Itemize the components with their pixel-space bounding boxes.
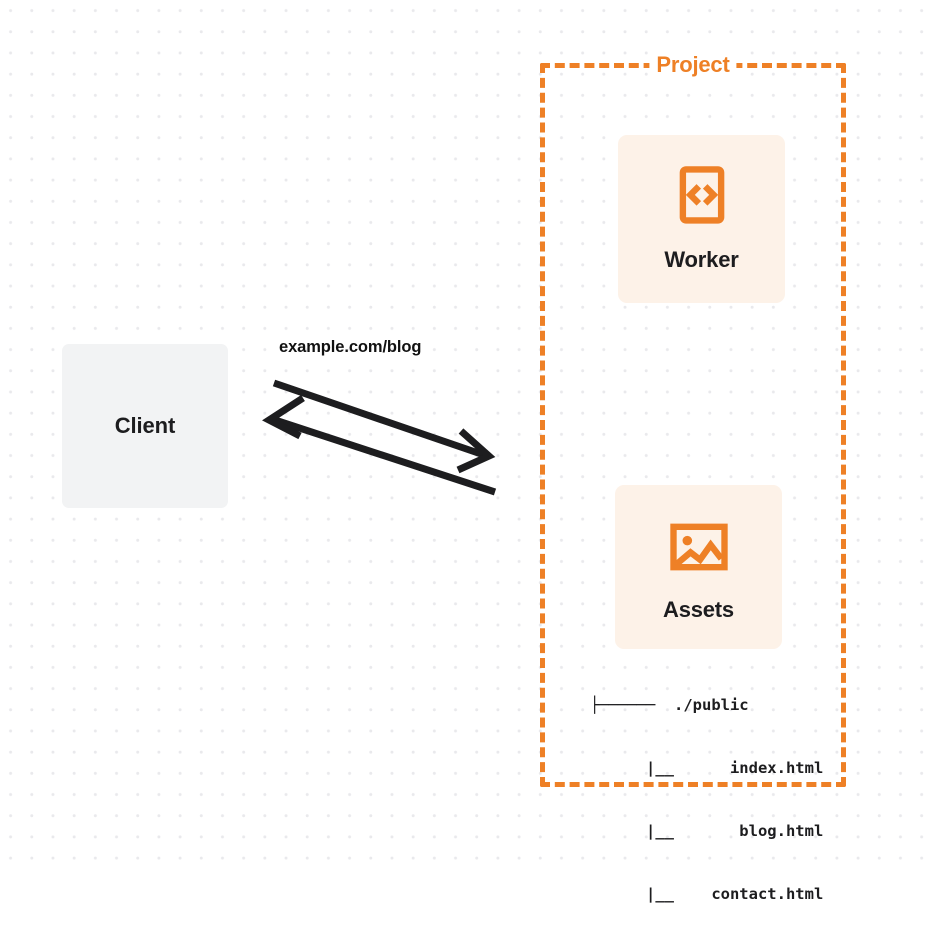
- assets-file-tree: ├────── ./public |__ index.html |__ blog…: [590, 653, 823, 947]
- image-picture-icon: [669, 523, 728, 571]
- worker-node-label: Worker: [664, 247, 739, 272]
- client-node[interactable]: Client: [62, 344, 228, 508]
- assets-node-label: Assets: [663, 597, 734, 622]
- file-tree-row: |__ index.html: [590, 759, 824, 777]
- response-arrow: [262, 395, 497, 496]
- project-group-title: Project: [649, 51, 737, 79]
- request-arrow: [272, 379, 496, 474]
- file-tree-row: |__ contact.html: [590, 885, 824, 903]
- project-group: Project Worker Assets ├────── ./public |…: [540, 51, 846, 903]
- code-document-icon: [679, 166, 724, 224]
- connection-label: example.com/blog: [279, 338, 422, 356]
- worker-node[interactable]: Worker: [618, 135, 785, 303]
- file-tree-row: ├────── ./public: [590, 696, 749, 714]
- diagram-canvas: Client example.com/blog Project Worker: [0, 0, 938, 903]
- assets-node[interactable]: Assets: [615, 485, 782, 649]
- client-node-label: Client: [114, 413, 176, 438]
- file-tree-row: |__ blog.html: [590, 822, 824, 840]
